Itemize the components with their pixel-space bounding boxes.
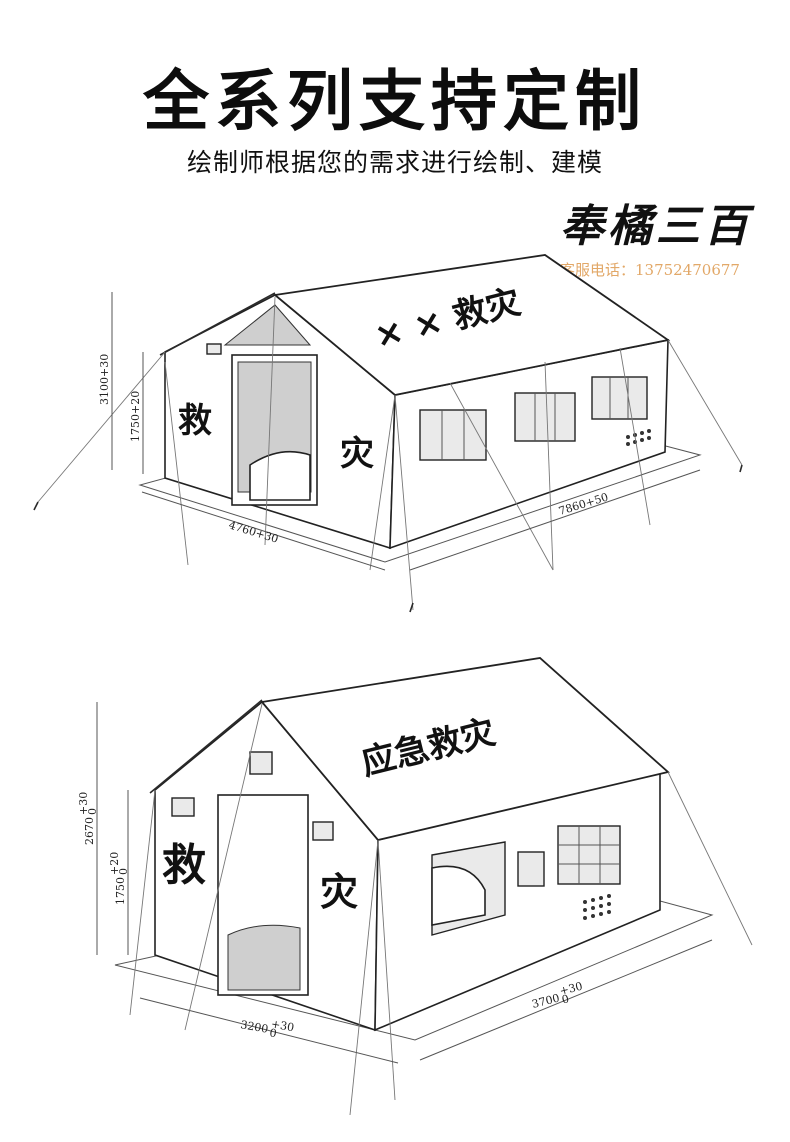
tent-top-window-2	[514, 392, 576, 442]
tent-bottom-front-right-char: 灾	[320, 870, 358, 914]
svg-text:0: 0	[269, 1026, 278, 1040]
tent-top-window-1	[419, 409, 487, 461]
svg-text:+30: +30	[558, 980, 584, 998]
tent-bottom-front-window-right	[312, 821, 334, 841]
brand-logo-text: 奉橘三百	[560, 201, 752, 252]
tent-bottom-front-window-left	[171, 797, 195, 817]
tent-top-gable-vent	[223, 304, 312, 346]
tent-bottom-door-flap	[227, 924, 301, 991]
svg-text:0: 0	[560, 992, 570, 1006]
svg-text:0: 0	[86, 808, 99, 815]
tent-bottom-dim-height-wall: 1750 +20 0	[108, 852, 130, 905]
tent-top-dim-height-wall: 1750+20	[129, 391, 142, 442]
tent-top-guy-ropes	[37, 296, 743, 611]
svg-text:2670: 2670	[83, 817, 96, 845]
tent-top-dim-length-line	[409, 469, 701, 571]
tent-top-dim-width: 4760+30	[227, 518, 280, 545]
tent-top-door-flap	[249, 450, 311, 501]
svg-text:3200: 3200	[239, 1018, 269, 1036]
svg-text:+30: +30	[270, 1017, 295, 1034]
page-subtitle: 绘制师根据您的需求进行绘制、建模	[186, 148, 603, 177]
contact-phone: 客服电话：13752470677	[560, 261, 740, 279]
tent-top-drawing: × × 救灾 救 灾 3100+30 1750+20 4760+30 7860+…	[33, 254, 743, 613]
tent-top-front-left-char: 救	[178, 401, 212, 441]
svg-text:+30: +30	[77, 792, 90, 815]
tent-top-dim-width-line	[141, 491, 386, 571]
page-title: 全系列支持定制	[143, 62, 647, 140]
tent-bottom-side-window-right	[557, 825, 621, 885]
tent-bottom-dim-height-total: 2670 +30 0	[77, 792, 99, 845]
tent-bottom-drawing: 应急救灾 救 灾 2670 +30 0 1750 +20 0 3200 +30 …	[77, 657, 753, 1116]
tent-bottom-dim-width: 3200 +30 0	[239, 1017, 295, 1040]
tent-bottom-guy-ropes	[129, 703, 753, 1116]
tent-bottom-front-left-char: 救	[162, 840, 206, 891]
tent-bottom-gable-window	[249, 751, 273, 775]
tent-top-dim-height-total: 3100+30	[98, 354, 111, 405]
tent-top-window-3	[591, 376, 648, 420]
tent-bottom-side-window-middle	[517, 851, 545, 887]
tent-top-small-vent	[206, 343, 222, 355]
tent-bottom-dim-width-line	[139, 997, 399, 1064]
tent-top-front-right-char: 灾	[340, 434, 374, 474]
tent-bottom-dim-length: 3700 +30 0	[531, 980, 584, 1011]
svg-text:+20: +20	[108, 852, 121, 875]
svg-text:0: 0	[117, 868, 130, 875]
svg-text:1750: 1750	[114, 877, 127, 905]
tent-bottom-dim-length-line	[419, 939, 713, 1061]
tent-bottom-vent-dots	[583, 894, 611, 920]
